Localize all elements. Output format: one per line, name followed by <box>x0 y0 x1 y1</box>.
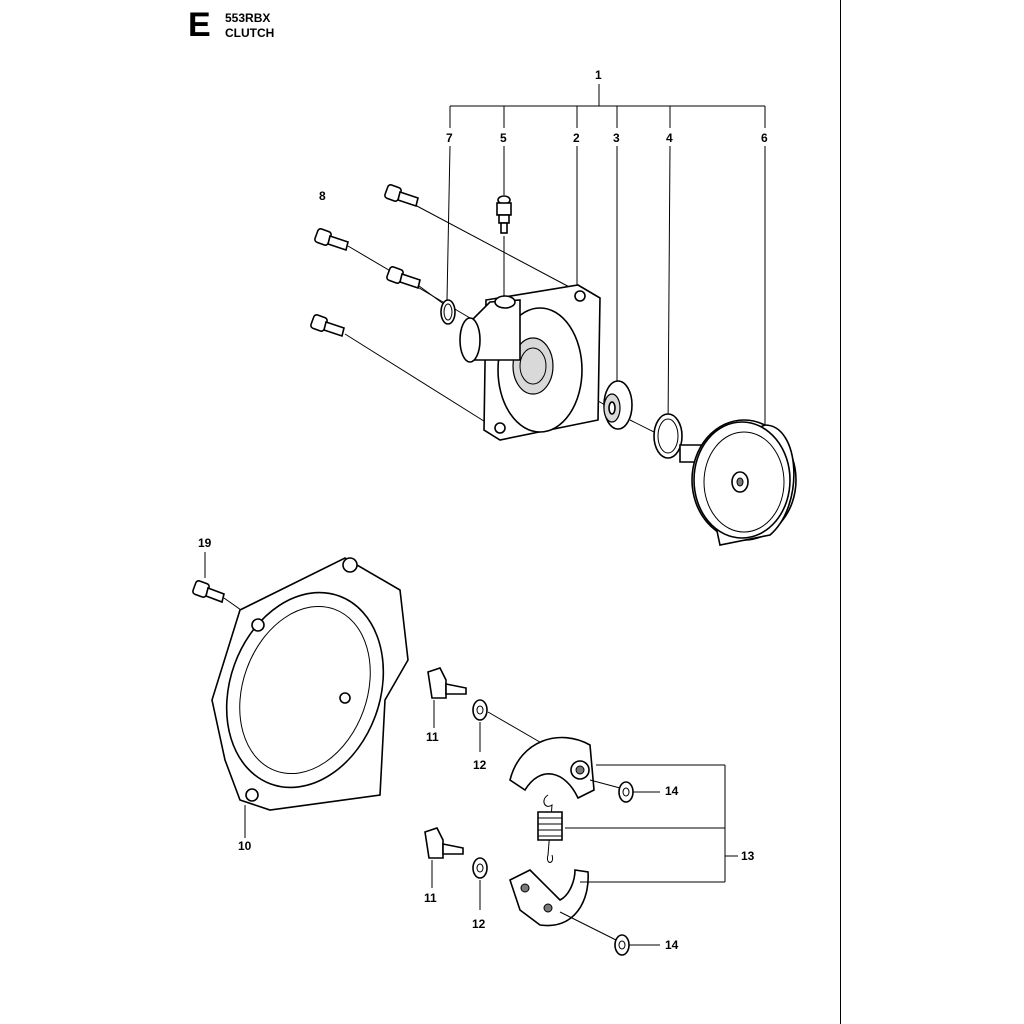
shoulder-bolt-part-11-b <box>424 827 464 888</box>
clutch-housing-part-2 <box>459 284 601 441</box>
clutch-spring <box>537 794 563 863</box>
bearing-part-3 <box>603 380 633 430</box>
screw-part-8-b <box>384 184 419 208</box>
callout-10: 10 <box>238 839 252 853</box>
model-number: 553RBX <box>225 11 271 25</box>
section-title: CLUTCH <box>225 26 275 40</box>
callout-bracket-13 <box>565 764 738 883</box>
section-letter: E <box>188 6 211 44</box>
callout-19: 19 <box>198 536 212 550</box>
callout-13: 13 <box>741 849 755 863</box>
circlip-part-4 <box>653 413 683 459</box>
washer-part-12-a <box>472 699 546 752</box>
clutch-cover-part-10 <box>211 557 409 838</box>
callout-4: 4 <box>666 131 673 145</box>
clutch-shoe-upper <box>509 736 595 800</box>
shoulder-bolt-part-11-a <box>427 667 467 728</box>
callout-12-lower: 12 <box>472 917 486 931</box>
callout-8: 8 <box>319 189 326 203</box>
washer-part-14-b <box>559 911 660 956</box>
callout-2: 2 <box>573 131 580 145</box>
callout-11-lower: 11 <box>424 891 437 905</box>
clutch-shoe-lower <box>509 869 589 927</box>
callout-11-upper: 11 <box>426 730 439 744</box>
callout-6: 6 <box>761 131 768 145</box>
grease-nipple-part-5 <box>496 195 512 234</box>
screw-part-8-a <box>314 228 349 252</box>
page-border-line <box>840 0 841 1024</box>
callout-1: 1 <box>595 68 602 82</box>
washer-part-12-b <box>472 857 488 910</box>
washer-part-14-a <box>589 779 660 803</box>
callout-3: 3 <box>613 131 620 145</box>
callout-14-upper: 14 <box>665 784 679 798</box>
callout-7: 7 <box>446 131 453 145</box>
callout-5: 5 <box>500 131 507 145</box>
clutch-drum-part-6 <box>679 419 797 546</box>
callout-12-upper: 12 <box>473 758 487 772</box>
screw-part-8-c <box>386 266 421 290</box>
screw-part-8-d <box>310 314 345 338</box>
callout-bracket-1 <box>449 84 766 128</box>
circlip-part-7 <box>440 299 456 325</box>
callout-14-lower: 14 <box>665 938 679 952</box>
